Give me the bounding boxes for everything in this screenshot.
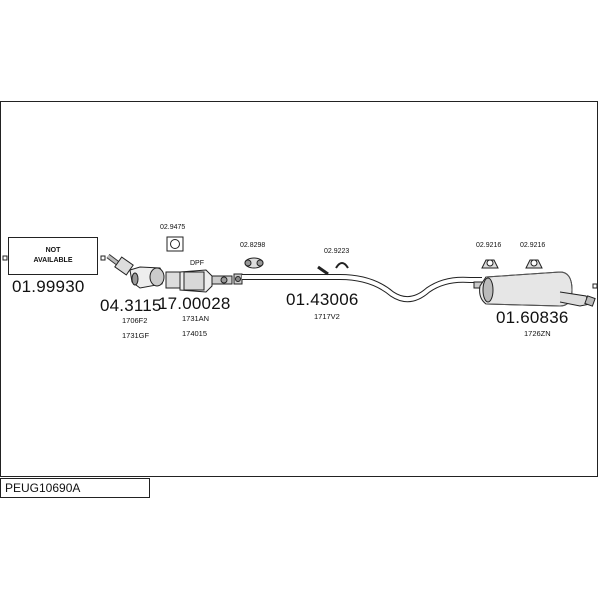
ref-code-3: 1731AN <box>182 314 210 323</box>
accessory-label-5: 02.9216 <box>520 242 546 249</box>
ref-code-5: 1717V2 <box>314 312 340 321</box>
not-available-line2: AVAILABLE <box>33 257 73 264</box>
frame-marker-left <box>2 255 8 261</box>
not-available-box: NOT AVAILABLE <box>8 237 98 275</box>
part-number-4: 01.43006 <box>286 290 359 309</box>
ref-code-6: 1726ZN <box>524 329 551 338</box>
middle-pipe <box>242 274 482 303</box>
accessory-label-3: 02.9223 <box>324 248 350 255</box>
accessory-label-2: 02.8298 <box>240 242 266 249</box>
connector-part-icon <box>233 257 264 285</box>
diagram-frame <box>0 101 598 477</box>
hanger-part-icon <box>317 262 349 276</box>
dpf-label: DPF <box>190 260 204 267</box>
ref-code-1: 1706F2 <box>122 316 148 325</box>
rear-silencer <box>473 271 596 307</box>
accessory-label-4: 02.9216 <box>476 242 502 249</box>
catalyst-part <box>106 254 165 289</box>
not-available-line1: NOT <box>45 247 61 254</box>
diagram-code: PEUG10690A <box>0 478 150 498</box>
frame-marker-na <box>100 255 106 261</box>
part-number-2: 04.3115 <box>100 296 162 315</box>
ref-code-2: 1731GF <box>122 331 150 340</box>
clamp-part-icon <box>166 236 184 252</box>
part-number-3: 17.00028 <box>158 294 231 313</box>
part-number-5: 01.60836 <box>496 308 569 327</box>
accessory-label-1: 02.9475 <box>160 224 186 231</box>
rubber-mount-icon-2 <box>525 259 543 269</box>
dpf-part <box>165 269 233 293</box>
ref-code-4: 174015 <box>182 329 208 338</box>
rubber-mount-icon <box>481 259 499 269</box>
frame-marker-right <box>592 283 598 289</box>
part-number-1: 01.99930 <box>12 277 85 296</box>
